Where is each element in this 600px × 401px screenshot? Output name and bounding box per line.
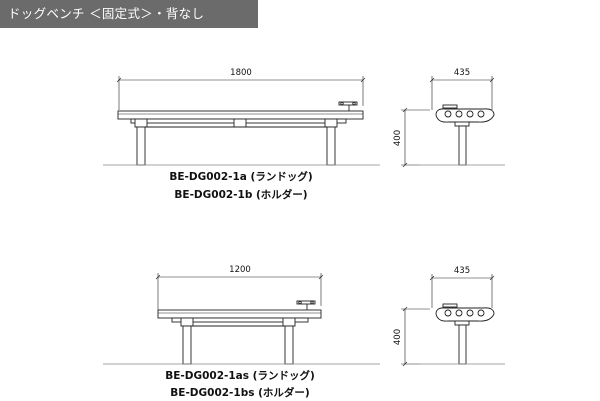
page-title: ドッグベンチ ＜固定式＞・背なし xyxy=(0,0,258,28)
post xyxy=(458,324,467,365)
width-dimension-long: 435 xyxy=(429,68,495,110)
model-label-short-a: BE-DG002-1as (ランドッグ) xyxy=(165,369,315,382)
seat-frame xyxy=(171,317,309,323)
bracket-left xyxy=(180,317,194,327)
model-label-long-a: BE-DG002-1a (ランドッグ) xyxy=(169,170,312,183)
leg-right xyxy=(326,126,336,166)
height-dim-label: 400 xyxy=(393,329,403,345)
bench-short-side-view: 435 400 xyxy=(393,266,505,367)
dog-holder-short xyxy=(296,300,316,310)
width-dimension-short: 435 xyxy=(429,266,495,308)
leg-right xyxy=(284,325,294,365)
post xyxy=(458,125,467,166)
leg-left xyxy=(136,126,146,166)
bracket-right xyxy=(324,118,338,128)
model-label-long-b: BE-DG002-1b (ホルダー) xyxy=(174,188,307,201)
width-dim-label: 435 xyxy=(454,68,470,78)
seat-slat xyxy=(157,309,322,319)
leg-left xyxy=(182,325,192,365)
bracket-left xyxy=(134,118,148,128)
length-dimension-long: 1800 xyxy=(116,68,366,110)
length-dim-label: 1800 xyxy=(230,68,252,78)
length-dim-label: 1200 xyxy=(229,265,251,275)
height-dim-label: 400 xyxy=(393,130,403,146)
bench-long-front-view: 1800 xyxy=(103,68,380,166)
seat-cross-section xyxy=(435,108,495,123)
height-dimension-short: 400 xyxy=(393,306,430,367)
seat-slat xyxy=(117,110,364,120)
width-dim-label: 435 xyxy=(454,266,470,276)
bracket-right xyxy=(282,317,296,327)
length-dimension-short: 1200 xyxy=(155,265,324,310)
bench-long-side-view: 435 400 xyxy=(393,68,505,168)
model-label-short-b: BE-DG002-1bs (ホルダー) xyxy=(170,386,309,399)
bracket-center xyxy=(233,118,247,128)
height-dimension-long: 400 xyxy=(393,107,430,168)
bench-short-front-view: 1200 xyxy=(103,265,380,365)
seat-cross-section xyxy=(435,307,495,322)
dog-holder-long xyxy=(338,101,358,111)
